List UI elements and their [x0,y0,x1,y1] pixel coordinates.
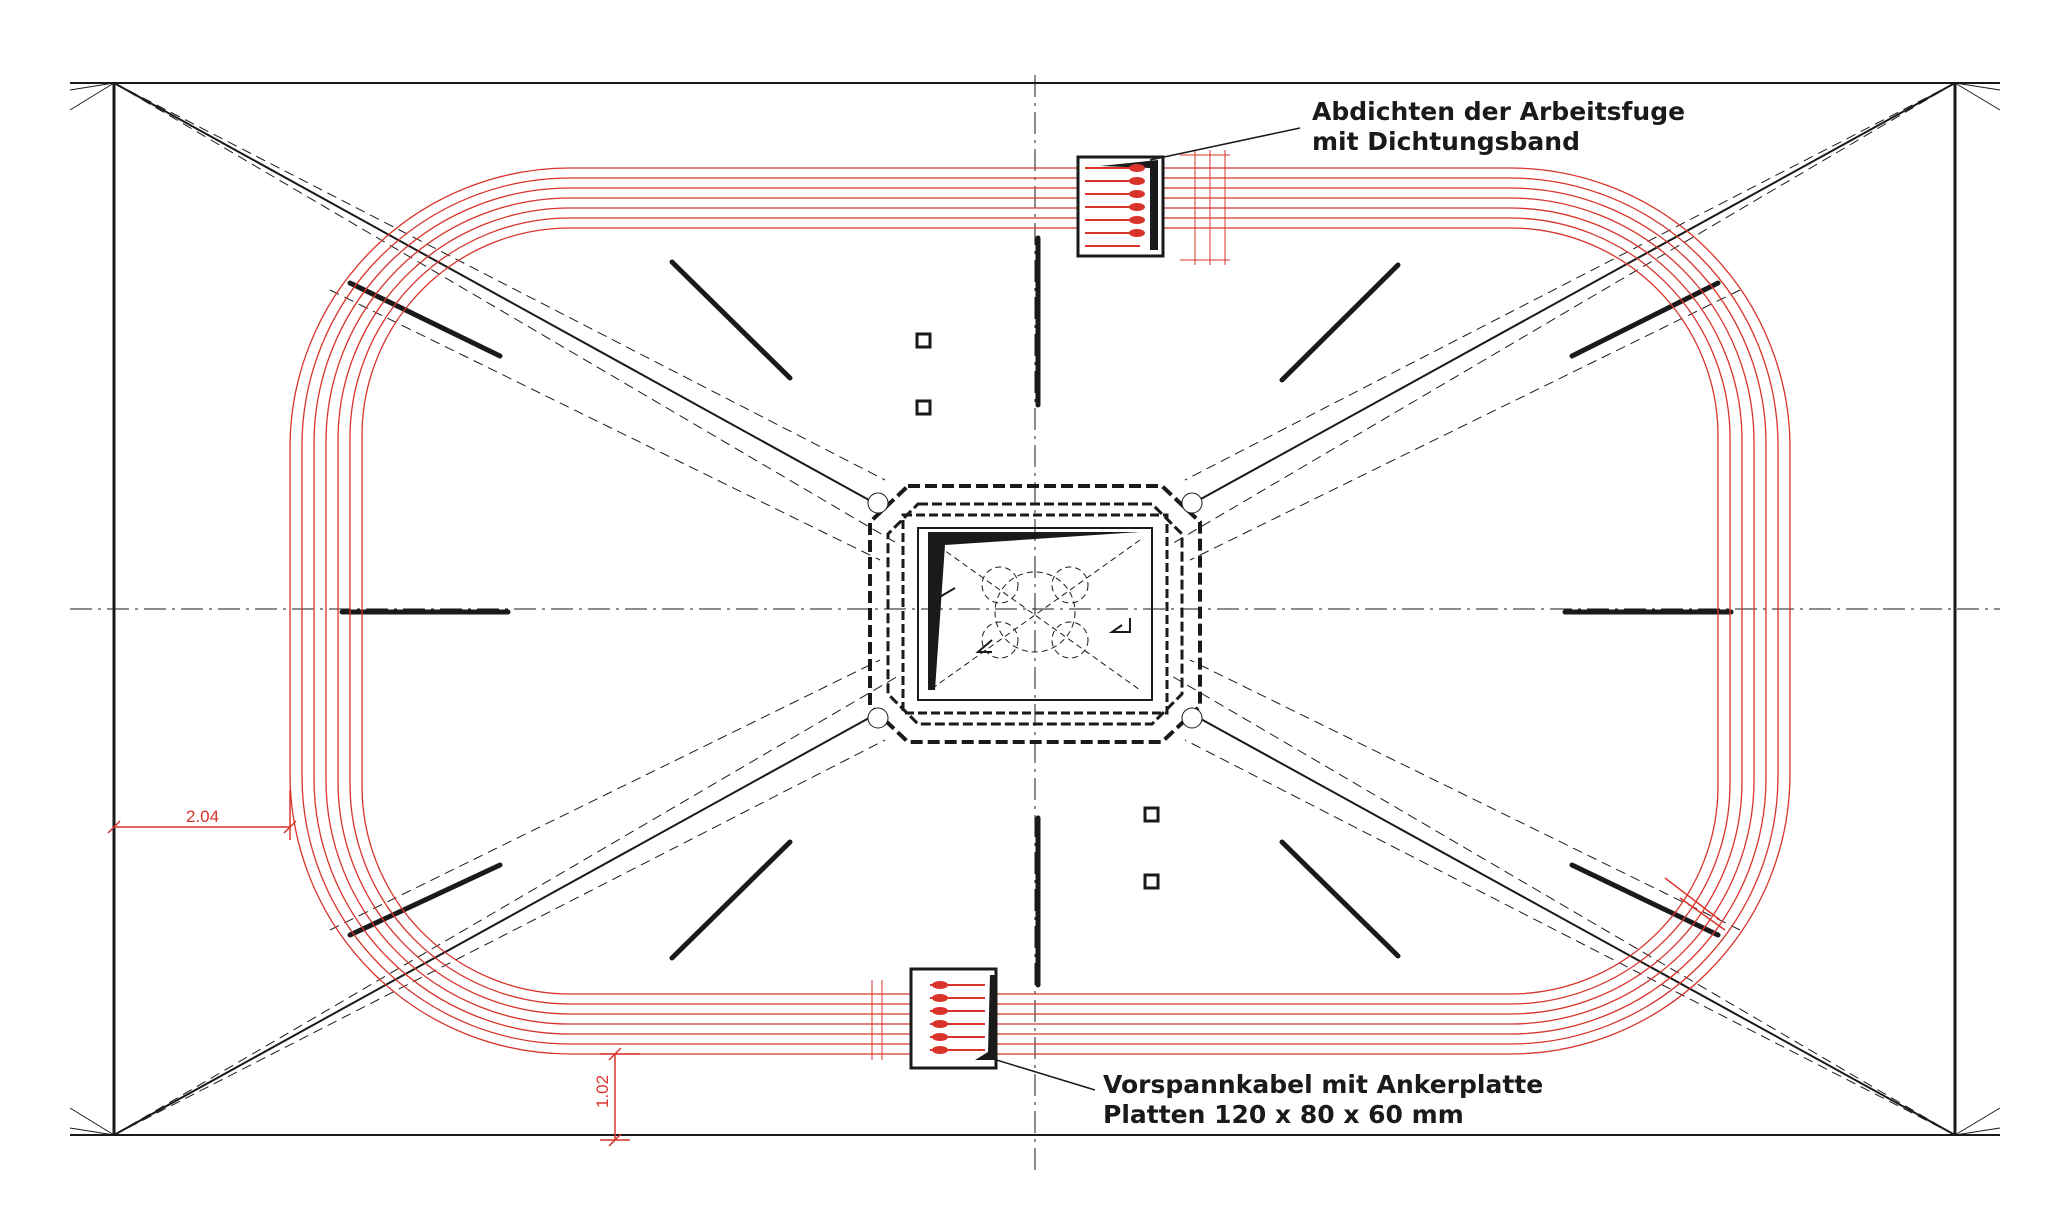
joint-sealing-label-line2: mit Dichtungsband [1312,127,1580,156]
left-dimension-value: 2.04 [186,807,219,826]
joint-sealing-label-line1: Abdichten der Arbeitsfuge [1312,97,1685,126]
leader-lines [989,127,1301,1091]
axis-center-lines [70,75,2000,1175]
bottom-dimension [600,1047,640,1147]
tendon-anchor-label-line2: Platten 120 x 80 x 60 mm [1103,1100,1464,1129]
dashed-construction-lines [113,82,1956,1136]
top-anchor-block [1076,150,1230,265]
central-pedestal [867,484,1203,744]
insert-squares [915,332,1160,890]
prestressing-tendons [289,167,1791,1055]
tendon-tick-marks [1664,877,1726,931]
bottom-anchor-block [871,967,998,1070]
left-dimension [107,790,297,840]
bottom-dimension-value: 1.02 [593,1075,612,1108]
reinforcement-bars [339,235,1734,988]
diagonal-lines [113,82,1956,1136]
tendon-anchor-label-line1: Vorspannkabel mit Ankerplatte [1103,1070,1543,1099]
